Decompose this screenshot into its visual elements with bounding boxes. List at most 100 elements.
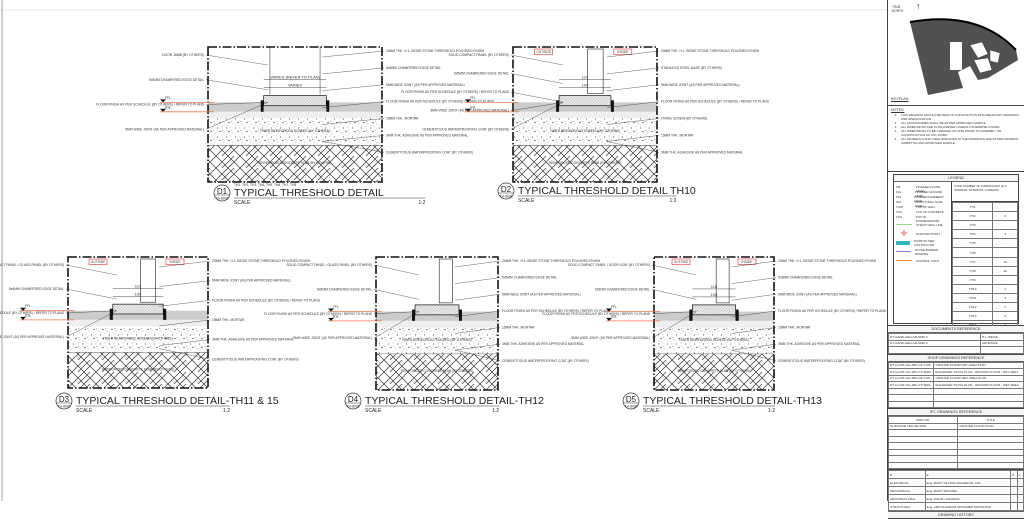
joint: [326, 100, 330, 112]
callout-right: 20MM THK. H.L. BEIGE STONE THRESHOLD POL…: [778, 259, 877, 263]
floor-finish-layer: [208, 102, 382, 112]
joint: [163, 308, 167, 320]
fill-label: FIBER REINFORCED SCREED (BY OTHERS): [103, 337, 172, 341]
mortar-layer: [68, 319, 208, 327]
leader-line: [322, 141, 385, 153]
tag-box: [613, 48, 633, 55]
callout-right: 5MM WIDE JOINT (AS PER APPROVED MATERIAL…: [386, 83, 465, 87]
level-marker-icon: [465, 108, 471, 112]
fill-label: FIBER REINFORCED SCREED (BY OTHERS): [550, 129, 619, 133]
leader-line: [159, 300, 211, 307]
leader-line: [606, 84, 660, 91]
note-item: ALL ACCESSORIES SHALL BE AS PER APPROVED…: [898, 121, 1024, 125]
callout-left: FLOOR FINISH AS PER SCHEDULE (BY OTHERS)…: [264, 312, 373, 316]
leader-line: [454, 343, 501, 351]
leader-line: [205, 79, 268, 90]
callout-right: 15MM THK. MORTAR: [386, 117, 419, 121]
level-marker-icon: [20, 316, 26, 320]
screed-layer: [376, 327, 498, 355]
tag-box: [534, 48, 553, 55]
note-item: ALL DIMENSIONS TO BE CHECKED ON SITE PRI…: [898, 129, 1024, 137]
table-cell: -: [992, 247, 1018, 258]
callout-right: 15MM THK. MORTAR: [502, 326, 535, 330]
legend-text: TOP OF WALL: [916, 205, 936, 209]
threshold-stone: [692, 304, 736, 316]
concrete-slab-layer: [513, 145, 657, 182]
table-cell: -: [992, 274, 1018, 285]
leader-line: [606, 118, 660, 125]
screed-layer: [208, 118, 382, 146]
joint: [260, 100, 264, 112]
detail-sheet-ref: TH-8008: [347, 405, 360, 409]
level-label: SSL: [333, 314, 339, 318]
tag-outside: OUTSIDE: [91, 260, 106, 264]
leader-line: [159, 319, 211, 327]
detail-id: D2: [501, 185, 512, 194]
callout-right: 15MM THK. MORTAR: [212, 318, 245, 322]
note-item: THIS DRAWING SHOULD BE READ IN CONJUNCTI…: [898, 113, 1024, 121]
concrete-slab-layer: [654, 354, 774, 390]
callout-left: 5x5MM CHAMFERED EDGE DETAIL: [9, 287, 64, 291]
scale-value: 1:2: [492, 408, 499, 414]
tag-box: [88, 258, 108, 265]
table-cell: Eng. RAMY KEYPOLIUNAZEN EL KIM: [924, 478, 1012, 487]
joint: [610, 100, 614, 112]
leader-line: [731, 260, 777, 268]
callout-left: FLOOR FINISH AS PER SCHEDULE (BY OTHERS)…: [0, 311, 65, 315]
table-cell: [888, 346, 981, 354]
legend-text: TOP OF STONE/GRANITE: [915, 215, 940, 223]
leader-line: [322, 50, 385, 58]
ifc-label: IFC DRAWINGS REFERENCE: [888, 409, 1024, 416]
callout-left: SOLID COMPACT PANEL / DOOR LEAF (BY OTHE…: [568, 263, 650, 267]
table-row: [887, 461, 1024, 469]
table-cell: 3: [992, 292, 1018, 304]
table-cell: TH4: [951, 229, 994, 240]
joint: [556, 100, 560, 112]
level-label: FFL: [470, 96, 476, 100]
shop-drawings-label: SHOP DRAWINGS REFERENCE: [888, 354, 1024, 362]
callout-left: SOLID COMPACT PANEL (BY OTHERS): [449, 53, 509, 57]
callout-right: 5x5MM CHAMFERED EDGE DETAIL: [502, 276, 557, 280]
table-row: TH6-: [951, 247, 1018, 258]
detail-id: D3: [59, 395, 70, 404]
level-marker-icon: [328, 317, 334, 321]
callout-right: 20MM THK. H.L. BEIGE STONE THRESHOLD POL…: [386, 49, 485, 53]
callout-right: 20MM THK. H.L. BEIGE STONE THRESHOLD POL…: [212, 259, 311, 263]
table-cell: Eng. AMR ALAMDAR MOHAMED MOHANTAF: [924, 502, 1012, 511]
scale-label: SCALE: [518, 198, 535, 204]
tag-box: [165, 258, 185, 265]
leader-line: [454, 294, 501, 301]
level-marker-icon: [160, 108, 166, 112]
leader-line: [510, 54, 564, 66]
callout-left: FLOOR FINISH AS PER SCHEDULE (BY OTHERS)…: [401, 90, 510, 94]
callout-left: 5x5MM CHAMFERED EDGE DETAIL: [317, 287, 372, 291]
scale-value: 1:2: [223, 408, 230, 414]
leader-line: [606, 50, 660, 58]
detail-title: TYPICAL THRESHOLD DETAIL-TH12: [365, 395, 544, 407]
detail-marker: [622, 392, 640, 410]
legend-symbol-text: CONTROL JOINT: [916, 258, 940, 263]
level-label: SSL: [165, 105, 171, 109]
dimension-label: VARIES: [288, 83, 303, 88]
level-label: FFL: [165, 96, 171, 100]
table-cell: [957, 461, 1024, 469]
table-cell: [979, 346, 1024, 354]
leader-line: [510, 91, 564, 103]
legend-code: FPL: [896, 195, 902, 199]
th-table-header: TOTAL NUMBER OF THRESHOLDS (E.G. INTERIO…: [952, 181, 1018, 202]
leader-line: [651, 311, 697, 339]
scale-label: SCALE: [365, 408, 382, 414]
table-cell: [887, 461, 959, 469]
callout-right: FLOOR FINISH AS PER SCHEDULE (BY OTHERS)…: [661, 100, 770, 104]
callout-right: 20MM THK. H.L. BEIGE STONE THRESHOLD POL…: [661, 49, 760, 53]
